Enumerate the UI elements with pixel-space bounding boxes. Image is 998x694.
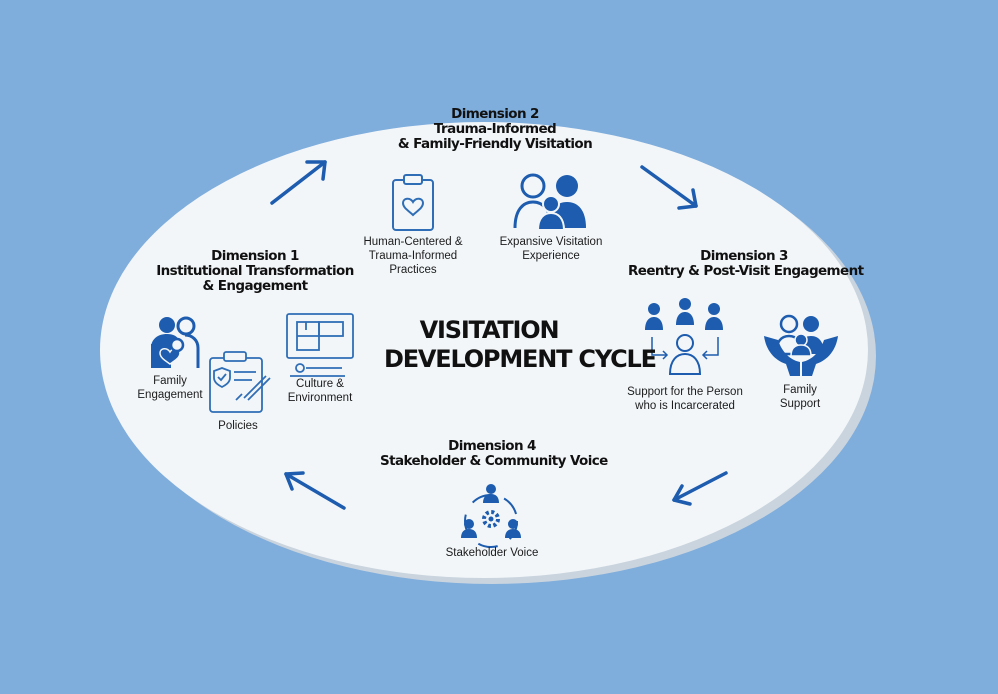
center-title: VISITATION DEVELOPMENT CYCLE xyxy=(384,316,657,374)
dimension-3-item-family-support: Family Support xyxy=(779,384,821,410)
dimension-4-heading: Dimension 4 xyxy=(448,438,536,454)
dimension-1-item-family-engagement: Family Engagement xyxy=(137,375,203,401)
dimension-1-title-line2: & Engagement xyxy=(202,278,309,294)
dimension-1-title-line1: Institutional Transformation xyxy=(156,263,354,279)
stakeholder-gear-icon xyxy=(461,484,521,548)
dimension-1-heading: Dimension 1 xyxy=(211,248,299,264)
policies-icon xyxy=(209,351,271,413)
center-title-line1: VISITATION xyxy=(419,316,560,344)
dimension-3-heading: Dimension 3 xyxy=(700,248,788,264)
dimension-3-item-incarcerated: Support for the Person who is Incarcerat… xyxy=(627,386,743,412)
dimension-1-item-policies: Policies xyxy=(218,420,258,432)
arrow-up-left-icon xyxy=(284,471,346,510)
cycle-ellipse xyxy=(100,122,868,578)
clipboard-heart-icon xyxy=(392,174,434,231)
family-engagement-icon xyxy=(151,316,200,368)
dimension-2-item-practices: Human-Centered & Trauma-Informed Practic… xyxy=(363,236,463,276)
center-title-line2: DEVELOPMENT CYCLE xyxy=(384,345,657,373)
dimension-2-item-visitation: Expansive Visitation Experience xyxy=(499,236,603,262)
dimension-2-title: Dimension 2 Trauma-Informed & Family-Fri… xyxy=(390,107,600,152)
arrow-up-right-icon xyxy=(270,160,327,205)
dimension-2-heading: Dimension 2 xyxy=(451,106,539,122)
support-network-icon xyxy=(645,298,723,375)
arrow-down-left-icon xyxy=(672,471,728,506)
dimension-1-item-culture: Culture & Environment xyxy=(287,378,353,404)
dimension-1-title: Dimension 1 Institutional Transformation… xyxy=(150,249,360,294)
culture-environment-icon xyxy=(286,313,354,377)
dimension-4-item-stakeholder-voice: Stakeholder Voice xyxy=(445,547,539,559)
dimension-4-title-line1: Stakeholder & Community Voice xyxy=(380,453,608,469)
dimension-2-title-line1: Trauma-Informed xyxy=(433,121,557,137)
dimension-3-title: Dimension 3 Reentry & Post-Visit Engagem… xyxy=(628,248,864,279)
dimension-2-title-line2: & Family-Friendly Visitation xyxy=(397,136,593,152)
family-support-hands-icon xyxy=(764,314,838,376)
family-group-icon xyxy=(513,173,586,231)
arrow-down-right-icon xyxy=(640,165,698,210)
dimension-3-title-line1: Reentry & Post-Visit Engagement xyxy=(628,263,864,279)
dimension-4-title: Dimension 4 Stakeholder & Community Voic… xyxy=(380,438,608,469)
